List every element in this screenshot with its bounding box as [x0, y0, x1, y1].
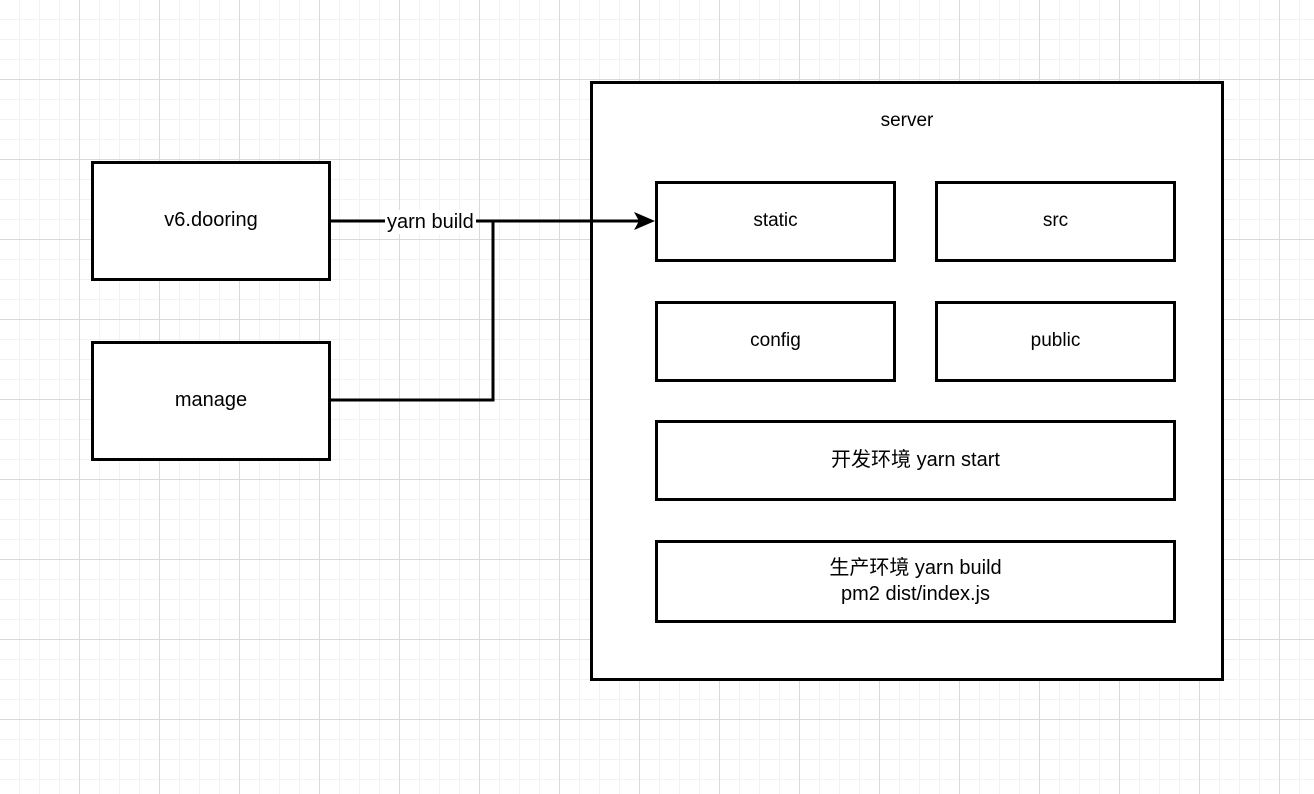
node-src[interactable]: src [935, 181, 1176, 262]
node-manage-label: manage [174, 389, 248, 412]
node-manage[interactable]: manage [91, 341, 331, 461]
node-public-label: public [1030, 330, 1081, 352]
node-public[interactable]: public [935, 301, 1176, 382]
node-src-label: src [1042, 210, 1069, 232]
container-server[interactable]: server static src config public 开发环境 yar… [590, 81, 1224, 681]
node-dev-environment[interactable]: 开发环境 yarn start [655, 420, 1176, 501]
node-static-label: static [753, 210, 798, 232]
node-dev-environment-label: 开发环境 yarn start [831, 448, 1000, 471]
node-static[interactable]: static [655, 181, 896, 262]
container-server-title: server [880, 110, 934, 131]
node-prod-environment[interactable]: 生产环境 yarn build pm2 dist/index.js [655, 540, 1176, 623]
node-config-label: config [750, 330, 801, 352]
edge-label-yarn-build: yarn build [385, 210, 476, 234]
edge-manage-to-trunk [331, 221, 495, 402]
node-config[interactable]: config [655, 301, 896, 382]
node-v6-dooring-label: v6.dooring [164, 209, 258, 232]
node-v6-dooring[interactable]: v6.dooring [91, 161, 331, 281]
node-prod-environment-label: 生产环境 yarn build pm2 dist/index.js [829, 556, 1002, 605]
